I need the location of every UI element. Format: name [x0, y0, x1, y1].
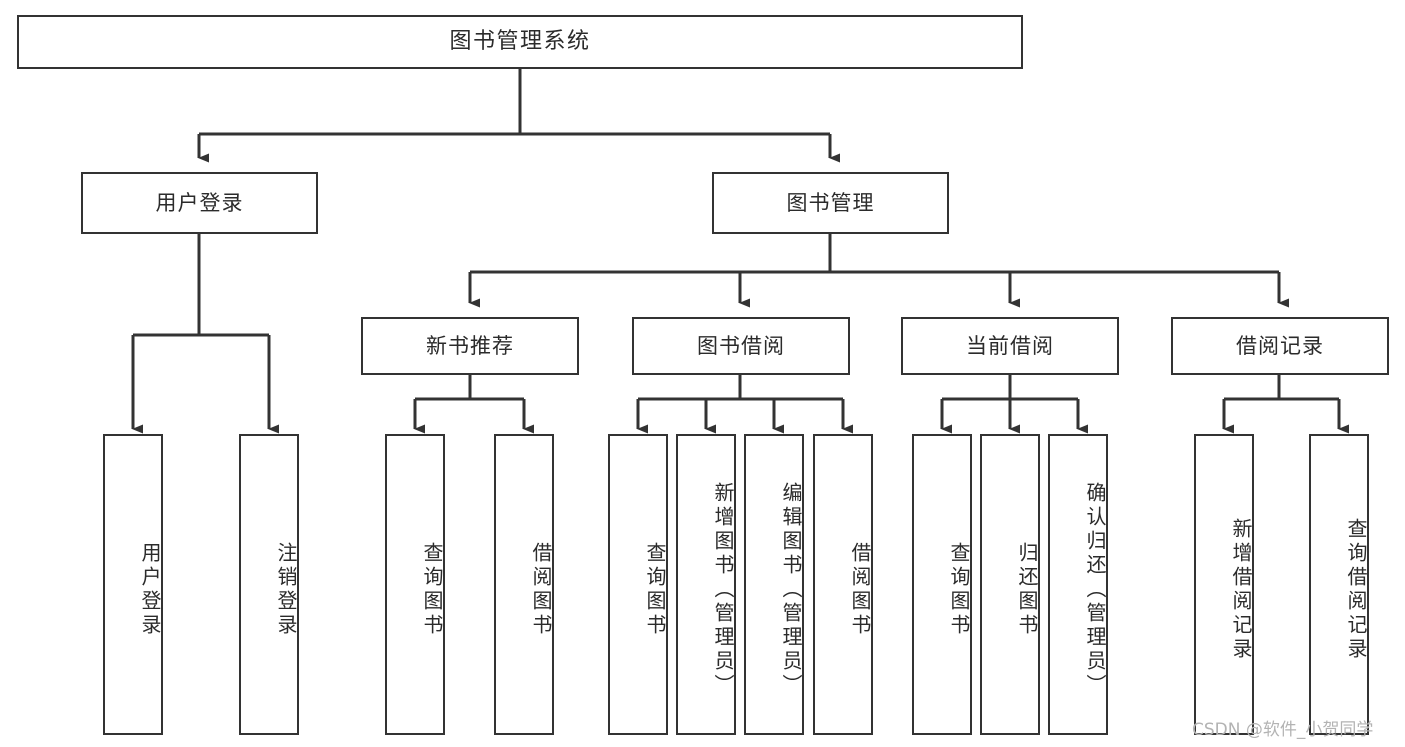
node-leaf-borrow-book-2[interactable]: 借阅图书 — [813, 434, 873, 735]
node-book-manage[interactable]: 图书管理 — [712, 172, 949, 234]
node-leaf-user-login[interactable]: 用户登录 — [103, 434, 163, 735]
node-leaf-query-book-3-label: 查询图书 — [947, 541, 971, 638]
node-user-login[interactable]: 用户登录 — [81, 172, 318, 234]
node-leaf-add-book-label: 新增图书（管理员） — [711, 481, 735, 698]
node-leaf-query-record-label: 查询借阅记录 — [1344, 517, 1368, 662]
node-leaf-add-record-label: 新增借阅记录 — [1229, 517, 1253, 662]
node-leaf-add-book[interactable]: 新增图书（管理员） — [676, 434, 736, 735]
node-current-borrow-label: 当前借阅 — [966, 333, 1054, 358]
node-leaf-user-logout[interactable]: 注销登录 — [239, 434, 299, 735]
node-leaf-confirm-return[interactable]: 确认归还（管理员） — [1048, 434, 1108, 735]
node-book-manage-label: 图书管理 — [786, 190, 875, 215]
node-leaf-query-book-1-label: 查询图书 — [420, 541, 444, 638]
node-root[interactable]: 图书管理系统 — [17, 15, 1023, 69]
node-book-borrow[interactable]: 图书借阅 — [632, 317, 850, 375]
node-leaf-query-book-1[interactable]: 查询图书 — [385, 434, 445, 735]
node-leaf-query-record[interactable]: 查询借阅记录 — [1309, 434, 1369, 735]
node-borrow-record[interactable]: 借阅记录 — [1171, 317, 1389, 375]
node-leaf-query-book-2[interactable]: 查询图书 — [608, 434, 668, 735]
node-borrow-record-label: 借阅记录 — [1236, 333, 1324, 358]
node-leaf-edit-book[interactable]: 编辑图书（管理员） — [744, 434, 804, 735]
node-leaf-borrow-book-1-label: 借阅图书 — [529, 541, 553, 638]
node-leaf-confirm-return-label: 确认归还（管理员） — [1083, 481, 1107, 698]
node-new-book-recommend-label: 新书推荐 — [426, 333, 514, 358]
node-leaf-edit-book-label: 编辑图书（管理员） — [779, 481, 803, 698]
node-root-label: 图书管理系统 — [449, 29, 591, 55]
node-book-borrow-label: 图书借阅 — [697, 333, 785, 358]
node-leaf-add-record[interactable]: 新增借阅记录 — [1194, 434, 1254, 735]
node-leaf-borrow-book-2-label: 借阅图书 — [848, 541, 872, 638]
node-current-borrow[interactable]: 当前借阅 — [901, 317, 1119, 375]
node-new-book-recommend[interactable]: 新书推荐 — [361, 317, 579, 375]
node-leaf-query-book-3[interactable]: 查询图书 — [912, 434, 972, 735]
node-leaf-query-book-2-label: 查询图书 — [643, 541, 667, 638]
node-leaf-borrow-book-1[interactable]: 借阅图书 — [494, 434, 554, 735]
node-leaf-return-book-label: 归还图书 — [1015, 541, 1039, 638]
node-leaf-user-login-label: 用户登录 — [138, 541, 162, 638]
node-user-login-label: 用户登录 — [155, 190, 244, 215]
node-leaf-return-book[interactable]: 归还图书 — [980, 434, 1040, 735]
node-leaf-user-logout-label: 注销登录 — [274, 541, 298, 638]
